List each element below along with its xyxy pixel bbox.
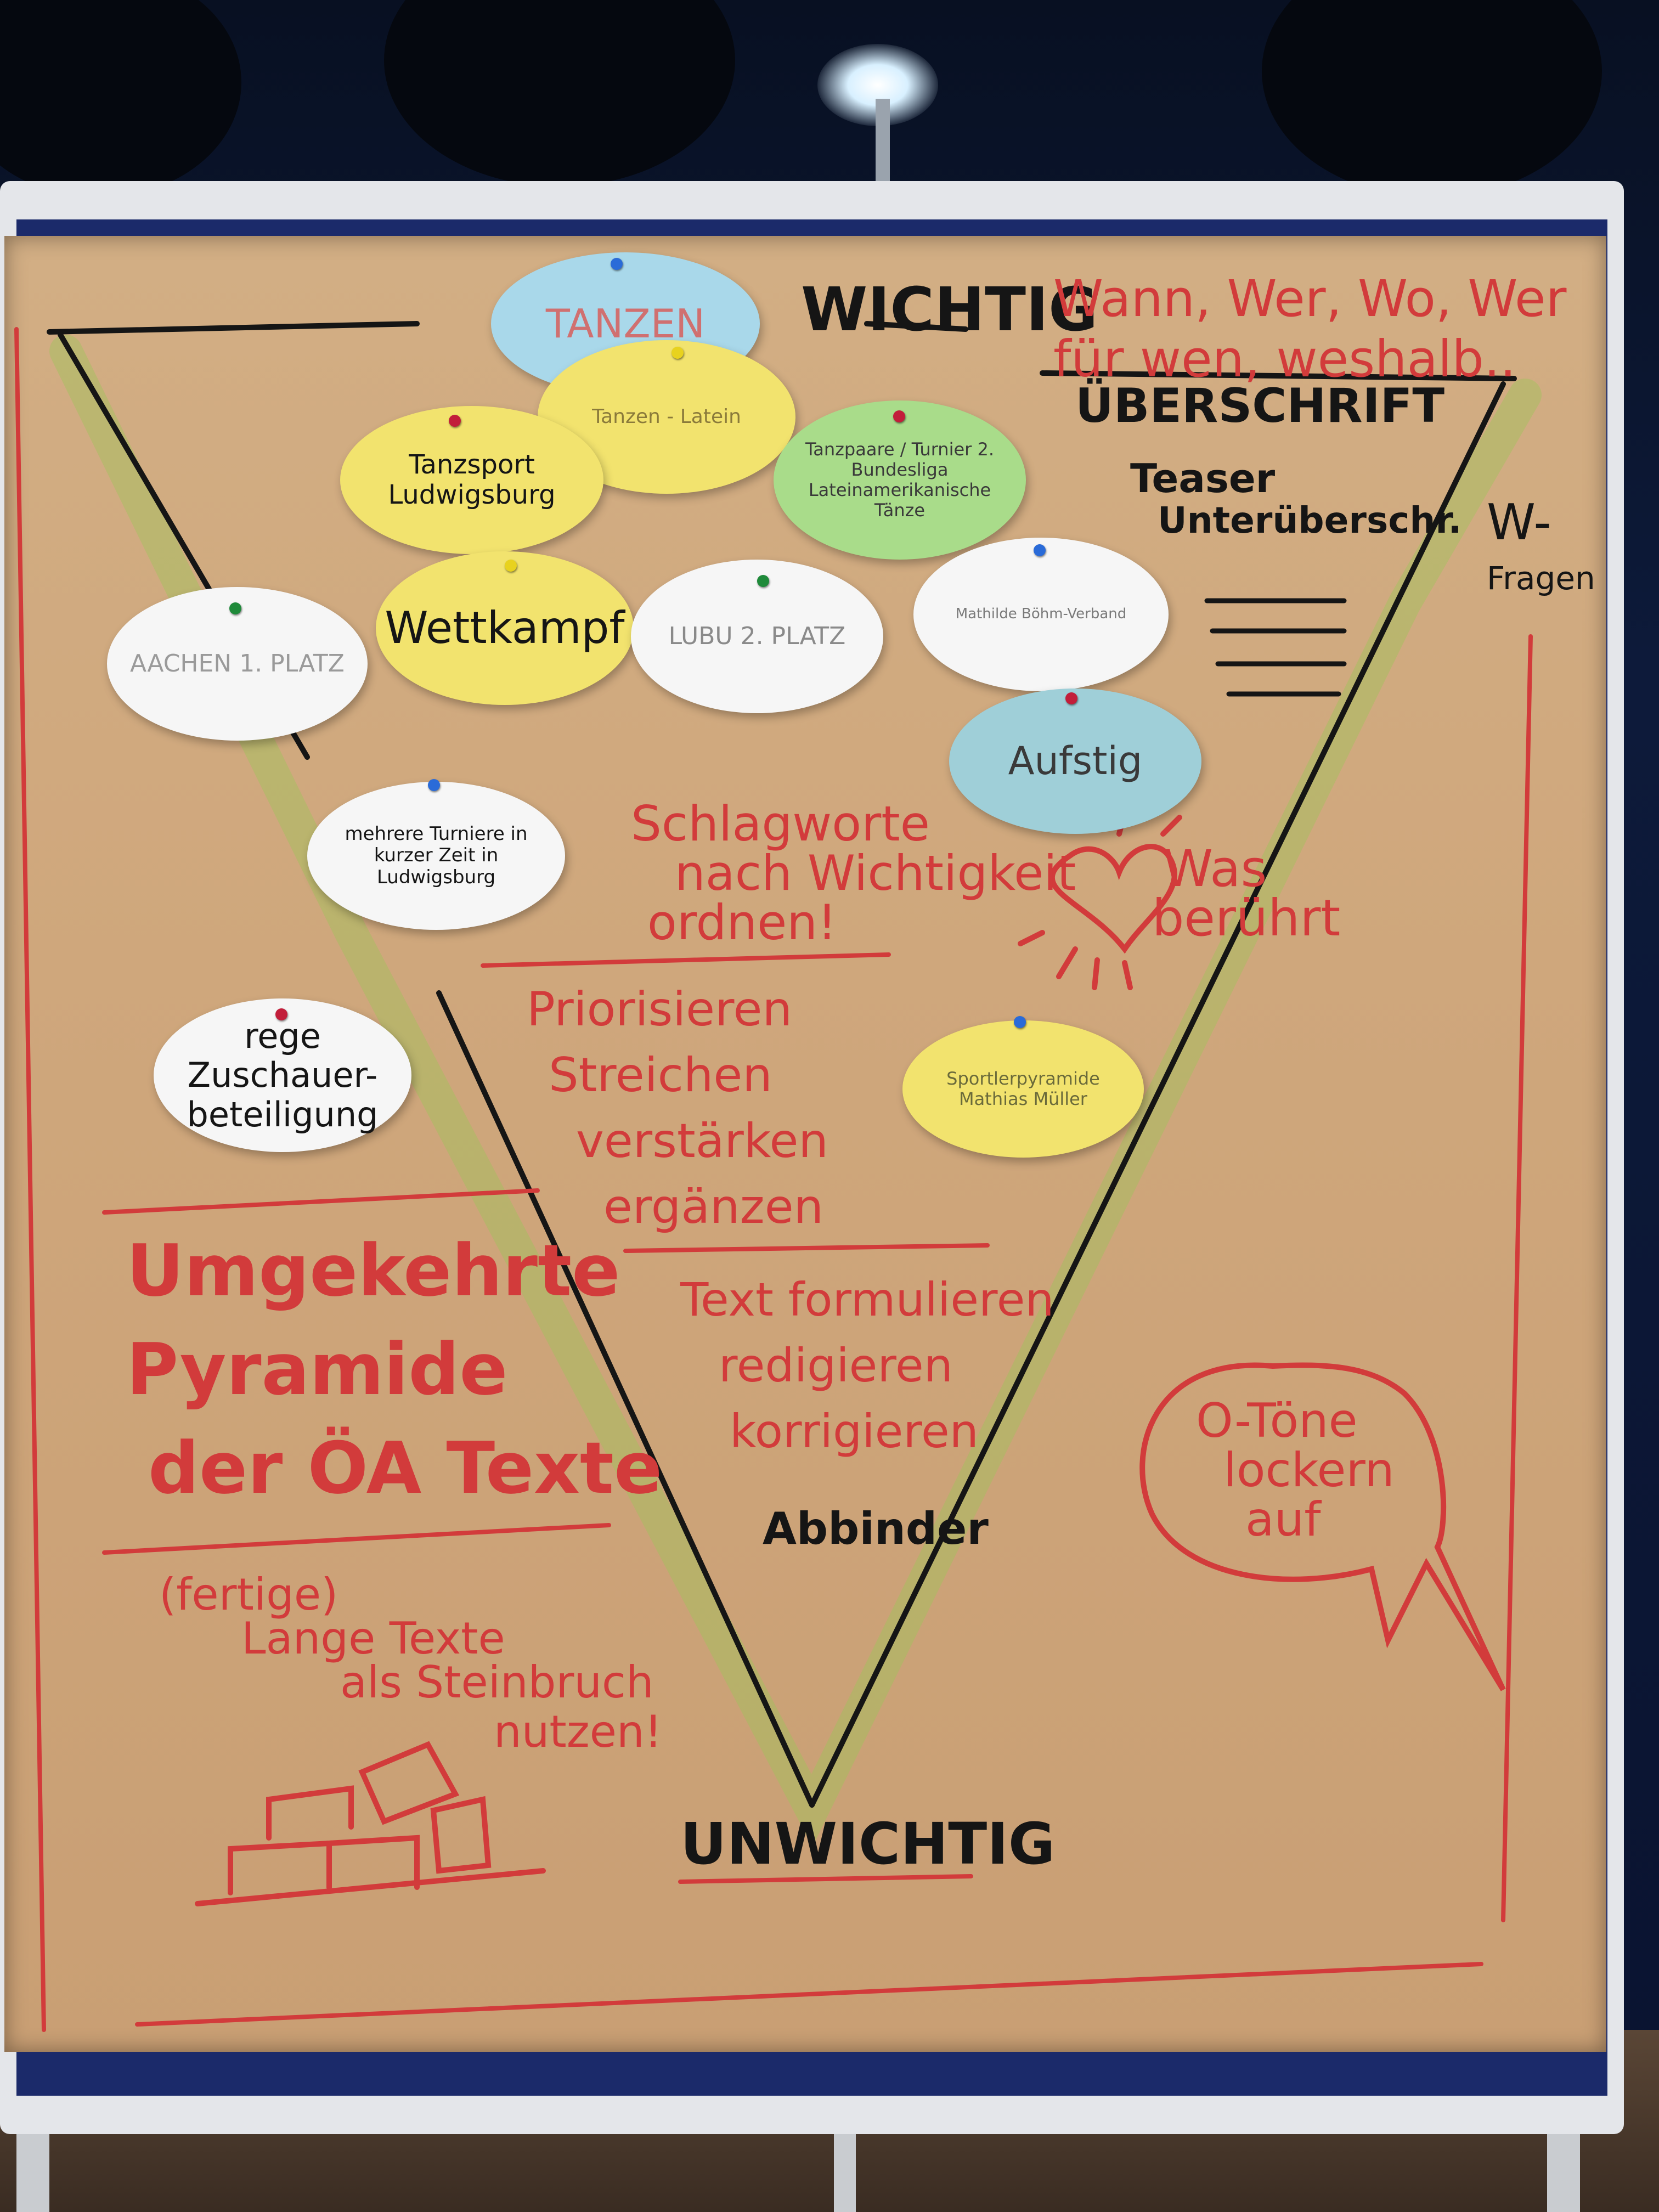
quote-bubble-2: lockern — [1223, 1443, 1395, 1498]
card-boehm-text: Mathilde Böhm-Verband — [955, 606, 1127, 623]
keywords-heading-2: nach Wichtigkeit — [675, 845, 1076, 901]
level-subheadline: Unterüberschr. — [1158, 499, 1462, 541]
level-headline: ÜBERSCHRIFT — [1075, 379, 1445, 433]
card-lubu-text: LUBU 2. PLATZ — [668, 622, 846, 650]
card-tanzsport-text: Tanzsport Ludwigsburg — [388, 449, 556, 510]
card-rege: rege Zuschauer- beteiligung — [154, 998, 411, 1152]
level-closing: Abbinder — [763, 1503, 989, 1554]
quarry-note-2: Lange Texte — [241, 1613, 505, 1664]
card-tanzen-text: TANZEN — [545, 300, 706, 347]
card-aachen-text: AACHEN 1. PLATZ — [130, 649, 345, 678]
touch-note-1: Was — [1163, 839, 1267, 898]
pin-turnier — [893, 410, 905, 422]
action-prioritize: Priorisieren — [527, 982, 792, 1037]
pin-rege — [275, 1008, 287, 1020]
headline-lines — [1204, 598, 1347, 697]
card-boehm: Mathilde Böhm-Verband — [913, 538, 1169, 691]
speech-bubble-icon — [1139, 1362, 1506, 1691]
card-sportler-text: Sportlerpyramide Mathias Müller — [946, 1068, 1100, 1109]
card-lubu: LUBU 2. PLATZ — [631, 560, 883, 713]
pin-aachen — [229, 602, 241, 614]
action-cut: Streichen — [549, 1048, 772, 1103]
touch-note-2: berührt — [1152, 889, 1341, 947]
pin-lubu — [757, 575, 769, 587]
w-fragen-line2: Fragen — [1487, 560, 1595, 597]
text-step-edit: redigieren — [719, 1339, 953, 1392]
title-line-2: Pyramide — [126, 1328, 508, 1411]
card-aufstieg-text: Aufstig — [1008, 738, 1143, 784]
tree-right — [1262, 0, 1602, 198]
pin-sportler — [1014, 1016, 1026, 1028]
quarry-note-1: (fertige) — [159, 1569, 338, 1620]
pin-tanzen-latein — [672, 347, 684, 359]
quote-bubble-3: auf — [1245, 1492, 1321, 1547]
card-turnier: Tanzpaare / Turnier 2. Bundesliga Latein… — [774, 400, 1026, 560]
card-mehrere: mehrere Turniere in kurzer Zeit in Ludwi… — [307, 782, 565, 930]
top-label: WICHTIG — [801, 274, 1098, 345]
pin-wettkampf — [505, 560, 517, 572]
action-add: ergänzen — [603, 1180, 824, 1234]
quote-bubble-1: O-Töne — [1196, 1393, 1358, 1448]
w-questions: Wann, Wer, Wo, Wer für wen, weshalb.. — [1053, 269, 1567, 389]
keywords-heading-1: Schlagworte — [631, 795, 930, 852]
heart-icon — [1018, 809, 1182, 990]
text-step-formulate: Text formulieren — [680, 1273, 1054, 1327]
card-wettkampf: Wettkampf — [376, 551, 634, 705]
card-rege-text: rege Zuschauer- beteiligung — [187, 1016, 379, 1135]
pin-boehm — [1034, 544, 1046, 556]
card-mehrere-text: mehrere Turniere in kurzer Zeit in Ludwi… — [345, 823, 528, 888]
card-aufstieg: Aufstig — [949, 689, 1201, 834]
quarry-note-4: nutzen! — [494, 1706, 662, 1757]
keywords-heading-3: ordnen! — [647, 894, 837, 951]
red-frame — [14, 327, 1533, 2032]
pin-aufstieg — [1065, 692, 1077, 704]
level-teaser: Teaser — [1130, 455, 1276, 501]
card-turnier-text: Tanzpaare / Turnier 2. Bundesliga Latein… — [805, 439, 994, 521]
quarry-icon — [195, 1741, 546, 1906]
card-aachen: AACHEN 1. PLATZ — [107, 587, 368, 741]
title-line-3: der ÖA Texte — [148, 1426, 663, 1510]
title-line-1: Umgekehrte — [126, 1229, 620, 1312]
pin-mehrere — [428, 779, 440, 791]
quarry-note-3: als Steinbruch — [340, 1657, 654, 1708]
card-sportler: Sportlerpyramide Mathias Müller — [902, 1020, 1144, 1158]
w-fragen-line1: W- — [1487, 494, 1551, 551]
bottom-label: UNWICHTIG — [680, 1810, 1056, 1877]
pin-tanzsport — [449, 415, 461, 427]
action-strengthen: verstärken — [576, 1114, 828, 1169]
card-tanzen-latein-text: Tanzen - Latein — [592, 405, 741, 428]
card-tanzsport: Tanzsport Ludwigsburg — [340, 406, 603, 554]
pin-tanzen — [611, 258, 623, 270]
text-step-correct: korrigieren — [730, 1404, 979, 1458]
card-wettkampf-text: Wettkampf — [385, 602, 625, 653]
